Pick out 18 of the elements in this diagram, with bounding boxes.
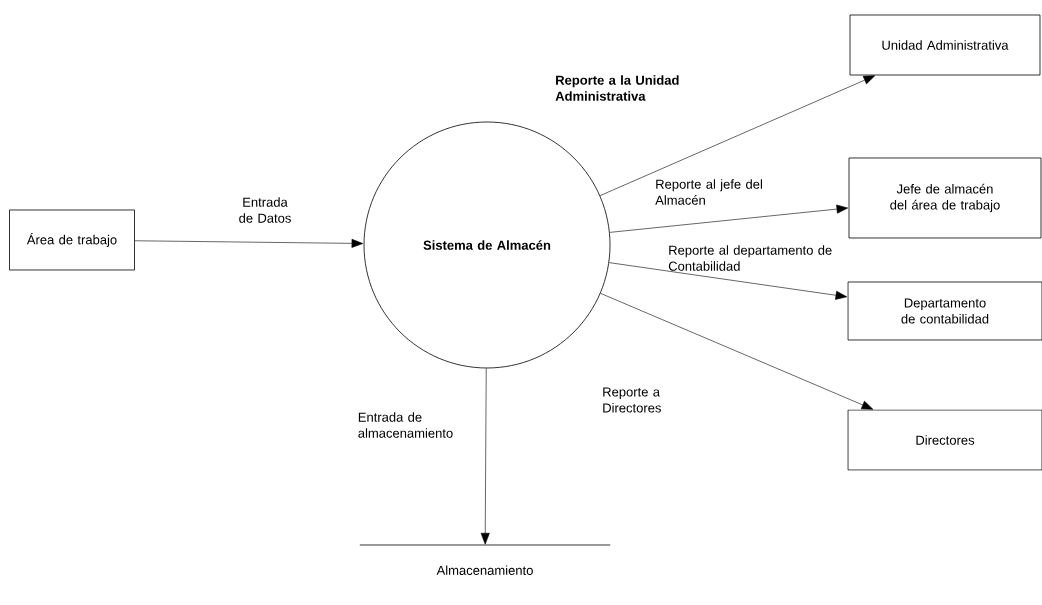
edge-label: Reporte al departamento de Contabilidad [668, 245, 832, 271]
external-entity-box: Jefe de almacén del área de trabajo [848, 157, 1042, 239]
edge-label: Reporte a Directores [603, 387, 661, 413]
edge-label: Reporte a la Unidad Administrativa [555, 75, 679, 101]
edge-label: Reporte al jefe del Almacén [655, 179, 762, 205]
arrow [609, 204, 849, 233]
arrow [134, 238, 364, 248]
external-entity-box: Unidad Administrativa [849, 14, 1041, 76]
edge-label: Entrada de almacenamiento [358, 412, 453, 438]
external-entity-box: Directores [847, 409, 1042, 471]
external-entity-box: Departamento de contabilidad [847, 281, 1042, 341]
arrow [480, 368, 490, 545]
external-entity-box: Área de trabajo [9, 209, 135, 271]
data-store: Almacenamiento [359, 544, 611, 575]
arrow [600, 293, 874, 410]
edge-label: Entrada de Datos [239, 197, 291, 223]
arrow [608, 262, 848, 300]
arrow [599, 75, 876, 196]
